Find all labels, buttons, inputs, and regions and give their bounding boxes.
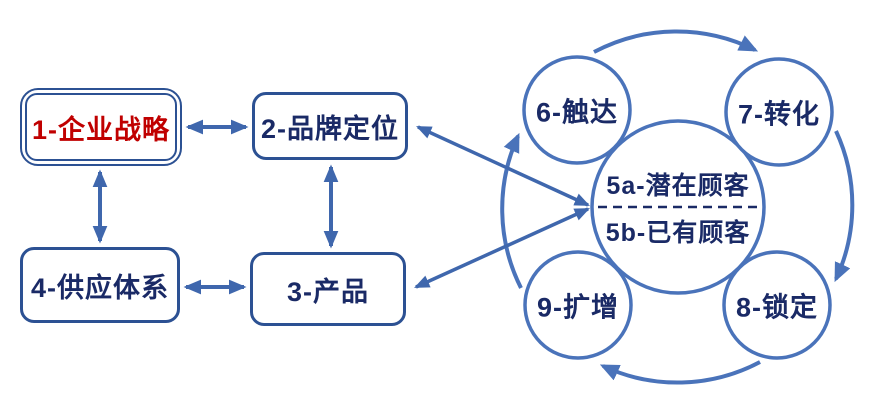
circle-lock bbox=[722, 250, 832, 360]
box-enterprise-strategy-inner: 1-企业战略 bbox=[25, 93, 177, 161]
label-reach: 6-触达 bbox=[535, 97, 619, 128]
arrow-brand-customers bbox=[416, 125, 590, 207]
circle-convert bbox=[724, 57, 834, 167]
box-brand-positioning: 2-品牌定位 bbox=[252, 92, 408, 160]
label-expand: 9-扩增 bbox=[536, 292, 620, 323]
cycle-arc-expand-to-reach bbox=[500, 132, 523, 289]
cycle-arc-lock-to-expand bbox=[599, 360, 761, 385]
box-arrows bbox=[92, 119, 339, 295]
label-convert: 7-转化 bbox=[737, 99, 821, 130]
arrow-product-customers bbox=[414, 207, 590, 289]
box-product-label: 3-产品 bbox=[286, 276, 369, 307]
box-supply-system-label: 4-供应体系 bbox=[30, 272, 169, 303]
box-brand-positioning-label: 2-品牌定位 bbox=[260, 113, 399, 144]
label-lock: 8-锁定 bbox=[735, 292, 819, 323]
box-product: 3-产品 bbox=[250, 252, 406, 326]
converging-arrows bbox=[414, 125, 590, 289]
label-potential-customers: 5a-潜在顾客 bbox=[606, 172, 750, 200]
box-enterprise-strategy: 1-企业战略 bbox=[20, 88, 182, 166]
cycle-arc-reach-to-convert bbox=[593, 29, 759, 54]
box-supply-system: 4-供应体系 bbox=[20, 247, 180, 323]
box-enterprise-strategy-label: 1-企业战略 bbox=[31, 114, 170, 145]
cycle-arc-convert-to-lock bbox=[834, 130, 855, 283]
label-existing-customers: 5b-已有顾客 bbox=[605, 219, 751, 247]
